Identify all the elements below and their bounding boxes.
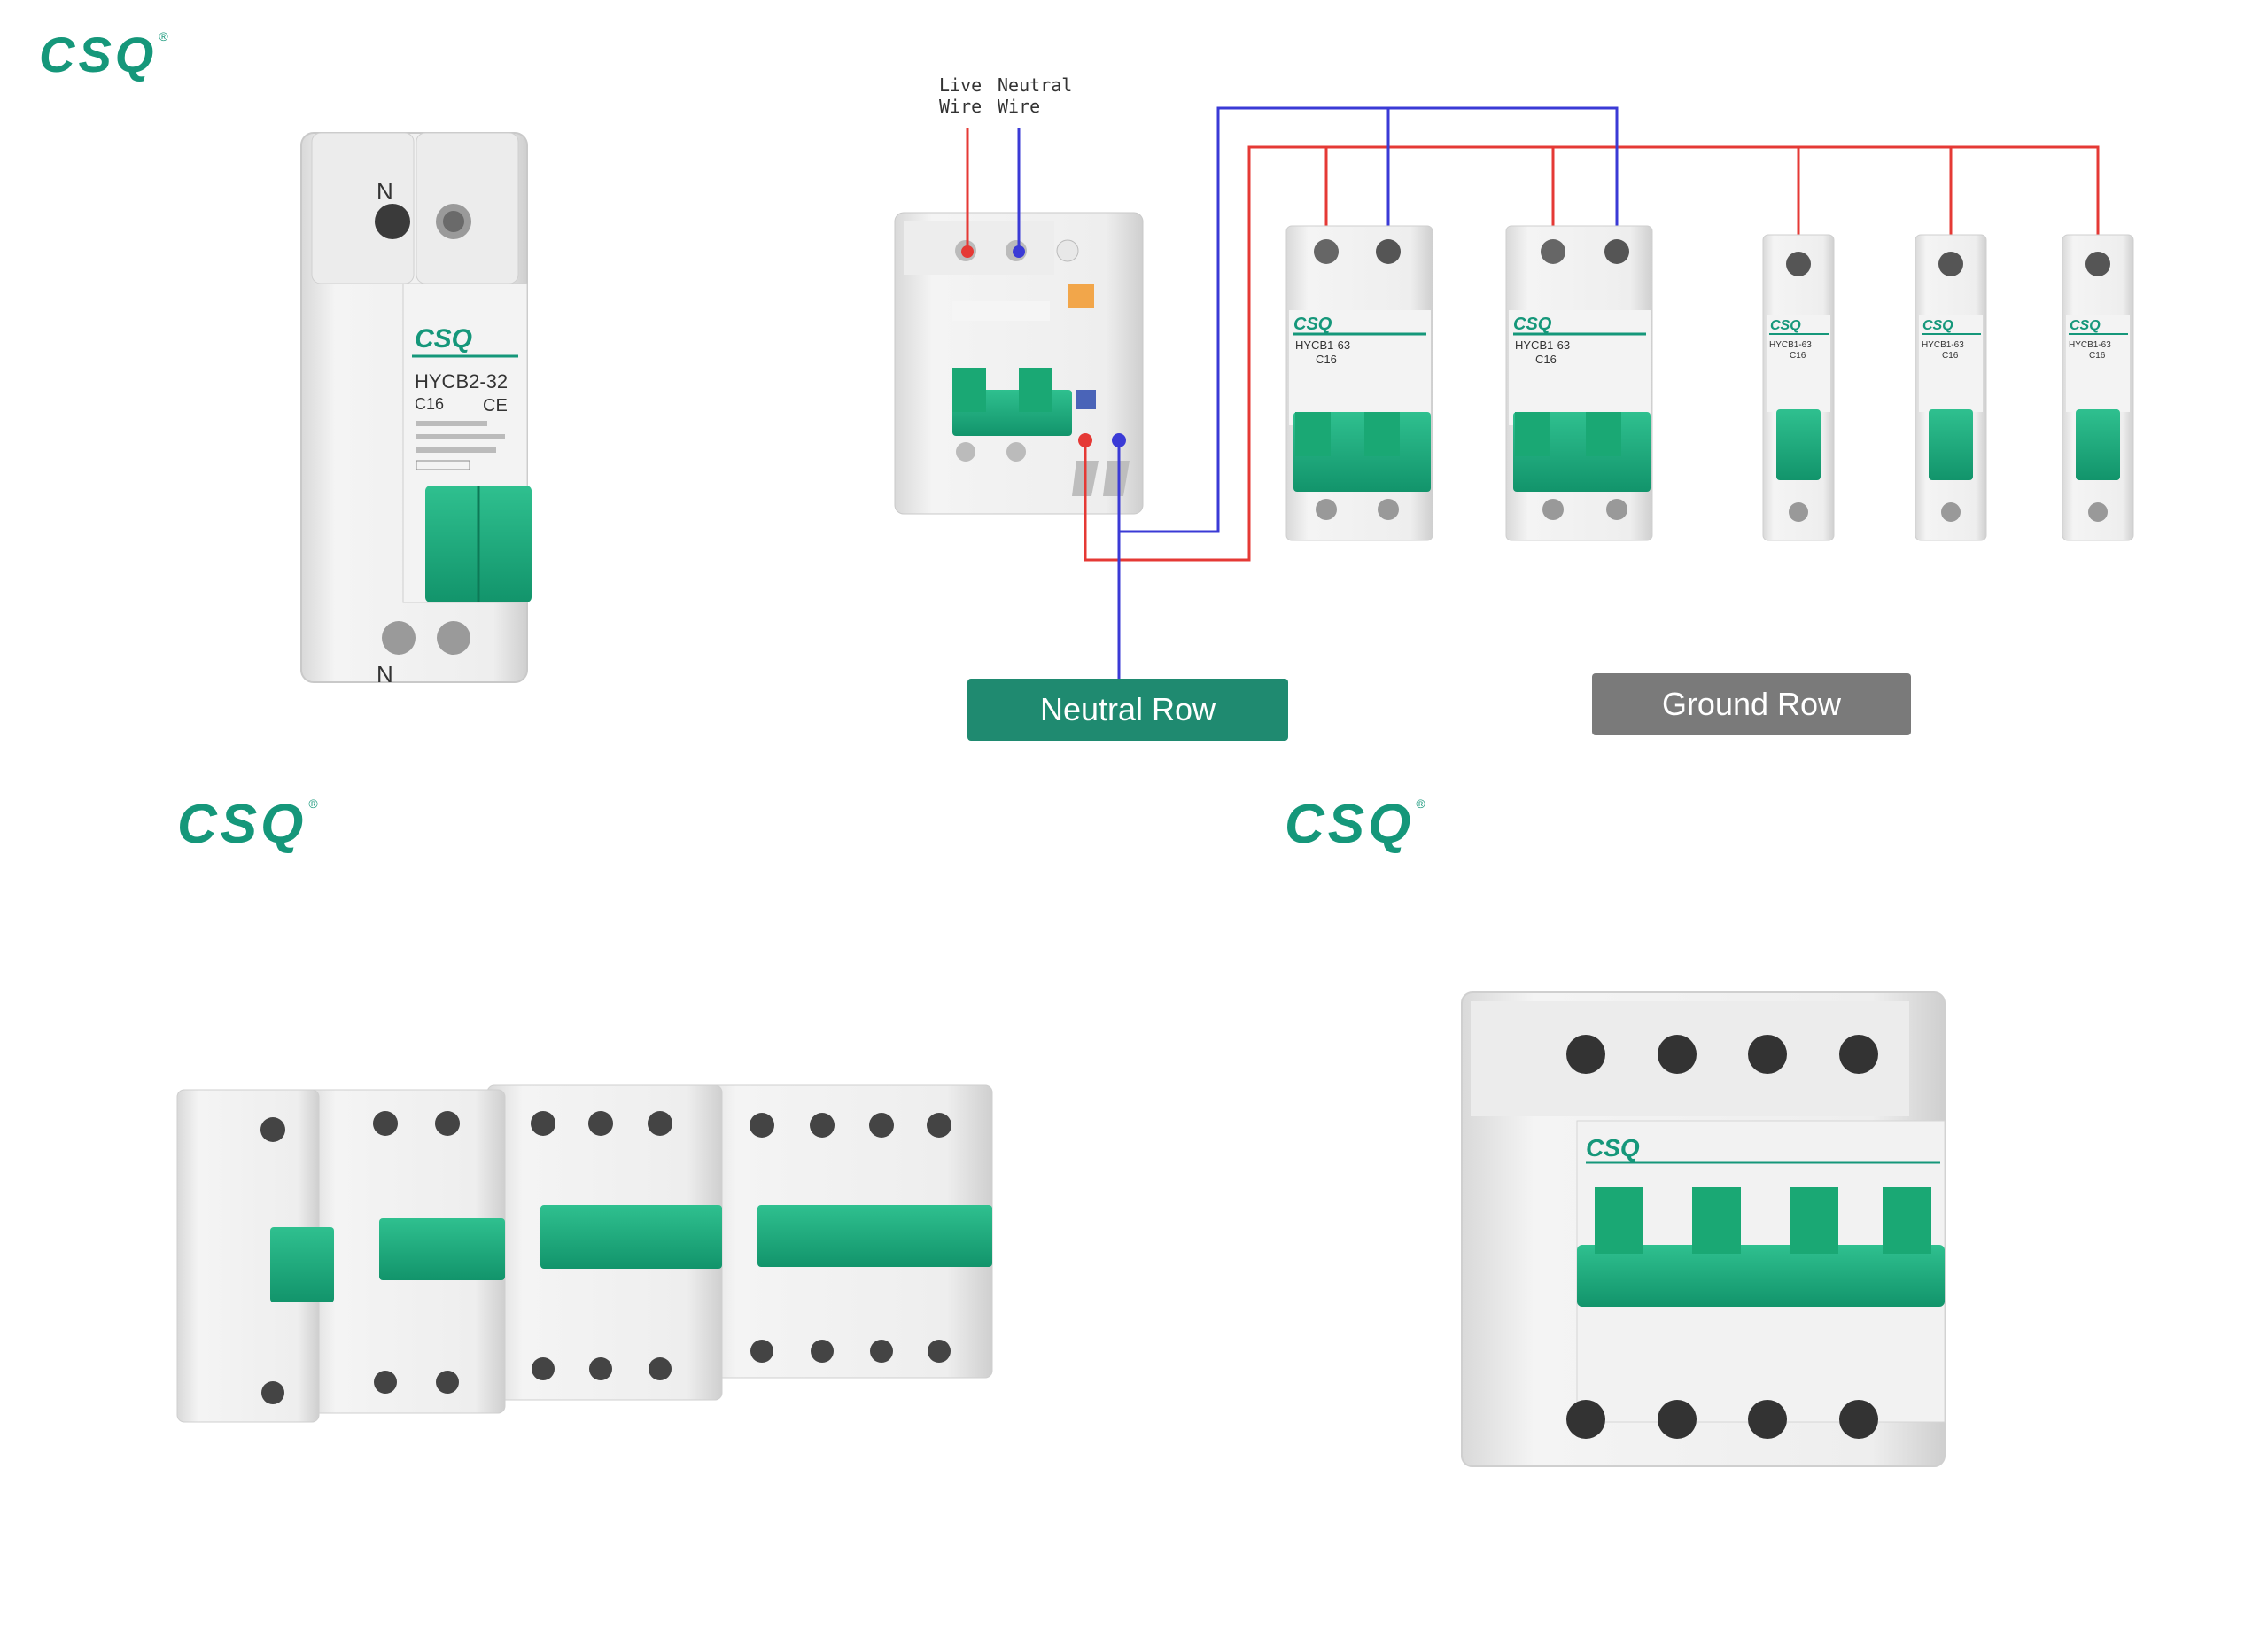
single-pole-breaker-c: CSQ HYCB1-63 C16 (1762, 234, 1835, 541)
brand-logo-bottom-right: CSQ® (1285, 797, 1429, 852)
four-pole-breaker: CSQ (1461, 991, 1946, 1467)
registered-mark: ® (308, 797, 322, 811)
breaker-brand-text: CSQ (1922, 318, 1953, 333)
two-pole-breaker-a: CSQ HYCB1-63 C16 (1285, 225, 1433, 541)
single-pole-breaker: N CSQ HYCB2-32 C16 CE N (300, 132, 532, 688)
terminal-top-label: N (377, 178, 393, 205)
breaker-rating: C16 (1535, 353, 1557, 366)
breaker-rating: C16 (1316, 353, 1337, 366)
terminal-bottom-label: N (377, 661, 393, 688)
breaker-model: HYCB1-63 (2069, 340, 2111, 350)
single-pole-breaker-d: CSQ HYCB1-63 C16 (1915, 234, 1987, 541)
live-wire-label: Live Wire (939, 74, 983, 117)
ground-row-label: Ground Row (1592, 673, 1911, 735)
breaker-brand-text: CSQ (1513, 315, 1552, 334)
logo-text: CSQ (1285, 794, 1415, 855)
neutral-row-label: Neutral Row (967, 679, 1288, 741)
breaker-model: HYCB1-63 (1295, 338, 1350, 352)
breaker-rating: C16 (1790, 351, 1806, 361)
breaker-rating: C16 (415, 395, 444, 413)
single-pole-breaker-e: CSQ HYCB1-63 C16 (2062, 234, 2134, 541)
registered-mark: ® (1416, 797, 1429, 811)
breaker-rating: C16 (1942, 351, 1959, 361)
breaker-brand-text: CSQ (1586, 1134, 1640, 1162)
breaker-brand-text: CSQ (2070, 318, 2101, 333)
breaker-model: HYCB1-63 (1922, 340, 1964, 350)
brand-logo-bottom-left: CSQ® (177, 797, 322, 852)
breaker-rating: C16 (2089, 351, 2106, 361)
two-pole-breaker-b: CSQ HYCB1-63 C16 (1505, 225, 1653, 541)
breaker-brand-text: CSQ (1293, 315, 1332, 334)
logo-text: CSQ (39, 27, 158, 82)
neutral-wire-label: Neutral Wire (998, 74, 1073, 117)
wiring-diagram: CSQ HYCB1-63 C16 CSQ HYCB1-63 C16 (894, 106, 2134, 679)
brand-logo-top-left: CSQ® (39, 30, 172, 80)
breaker-model: HYCB2-32 (415, 370, 508, 392)
breaker-family (176, 1084, 993, 1423)
breaker-model: HYCB1-63 (1515, 338, 1570, 352)
breaker-brand-text: CSQ (1770, 318, 1801, 333)
breaker-model: HYCB1-63 (1769, 340, 1812, 350)
registered-mark: ® (159, 29, 172, 43)
ce-mark: CE (483, 396, 508, 416)
breaker-brand-text: CSQ (415, 324, 472, 354)
logo-text: CSQ (177, 794, 307, 855)
